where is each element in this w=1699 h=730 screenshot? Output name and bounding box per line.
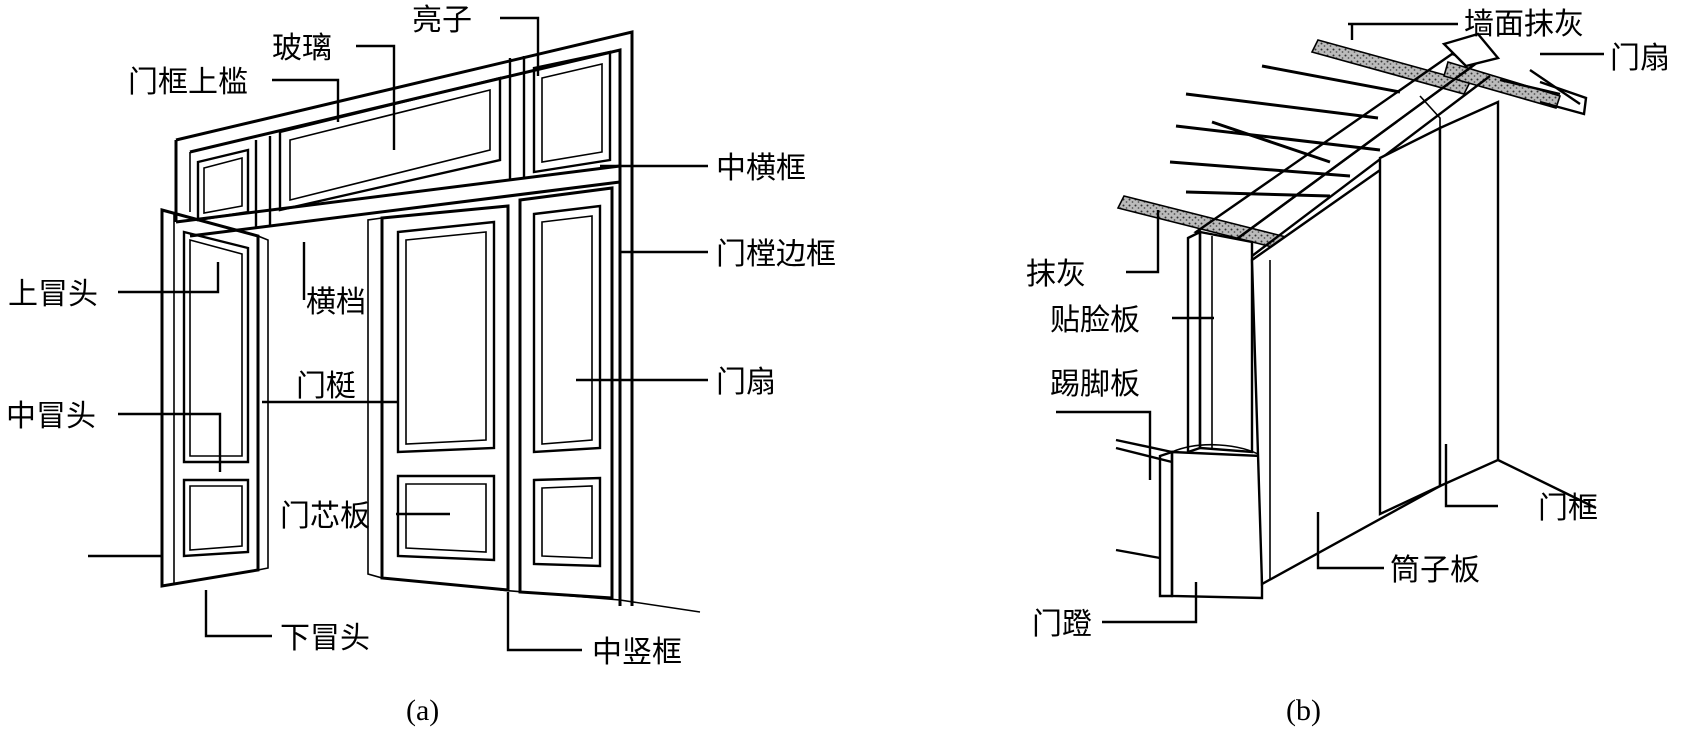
label-menkuang: 门框 xyxy=(1538,491,1598,526)
transom-glass-panel xyxy=(278,76,502,212)
label-zhong-shukuang: 中竖框 xyxy=(592,635,682,670)
label-tongziban: 筒子板 xyxy=(1390,553,1480,588)
figure-a-door-elevation: 亮子 玻璃 门框上槛 中横框 门樘边框 上冒头 横档 门梃 门扇 中冒头 门芯板… xyxy=(6,3,836,727)
label-menshan: 门扇 xyxy=(716,365,776,400)
label-shang-maotou: 上冒头 xyxy=(8,277,98,312)
leader-shangjian xyxy=(272,78,340,122)
figure-b-door-frame-section: 墙面抹灰 门扇 抹灰 贴脸板 踢脚板 门框 筒子板 门蹬 (b) xyxy=(1026,7,1670,727)
label-qiangmian-mohui: 墙面抹灰 xyxy=(1464,7,1584,42)
label-menkuang-shangjian: 门框上槛 xyxy=(128,65,248,100)
door-stop-block xyxy=(1158,443,1264,600)
label-xia-maotou: 下冒头 xyxy=(280,621,370,656)
leader-zhong-shukuang xyxy=(506,592,582,652)
caption-b: (b) xyxy=(1286,694,1321,727)
label-liangzi: 亮子 xyxy=(412,3,472,38)
door-frame-outline xyxy=(174,30,701,613)
label-mendeng: 门蹬 xyxy=(1032,607,1092,642)
label-hengdang: 横档 xyxy=(306,285,366,320)
baseboard xyxy=(1115,438,1173,560)
wall-plaster-strips xyxy=(1116,39,1562,251)
label-zhong-hengkuang: 中横框 xyxy=(716,151,806,186)
leader-shang-maotou xyxy=(118,262,220,294)
leader-tongziban xyxy=(1316,512,1384,570)
leader-menkuang xyxy=(1444,444,1498,508)
wall-hatching xyxy=(1169,64,1401,198)
label-menting: 门梃 xyxy=(296,369,356,404)
label-menxinban: 门芯板 xyxy=(280,499,370,534)
label-zhong-maotou: 中冒头 xyxy=(6,399,96,434)
door-frame-vertical xyxy=(1378,95,1597,516)
label-menshan-b: 门扇 xyxy=(1610,41,1670,76)
label-mohui: 抹灰 xyxy=(1026,257,1086,292)
leader-xia-maotou xyxy=(204,590,272,638)
middle-door-leaf xyxy=(367,204,510,592)
label-tielianban: 贴脸板 xyxy=(1050,303,1140,338)
caption-a: (a) xyxy=(406,694,439,727)
leader-mohui xyxy=(1126,210,1160,274)
transom-right-pane xyxy=(532,50,612,174)
leader-liangzi xyxy=(500,16,540,76)
open-door-leaf xyxy=(160,208,269,588)
figure-b-leaders xyxy=(1056,22,1604,624)
leader-mendeng xyxy=(1102,582,1198,624)
label-menchuang-biankuang: 门樘边框 xyxy=(716,237,836,272)
transom-left-pane xyxy=(196,148,250,222)
leader-tijiaoban xyxy=(1056,410,1152,480)
door-frame-head xyxy=(1193,32,1588,257)
right-door-leaf xyxy=(518,186,614,600)
figure-a-leaders xyxy=(88,16,708,652)
leader-boli xyxy=(356,44,396,150)
label-tijiaoban: 踢脚板 xyxy=(1050,367,1140,402)
leader-zhong-maotou xyxy=(118,412,222,472)
architrave-vertical xyxy=(1186,230,1254,454)
label-boli: 玻璃 xyxy=(272,31,332,66)
